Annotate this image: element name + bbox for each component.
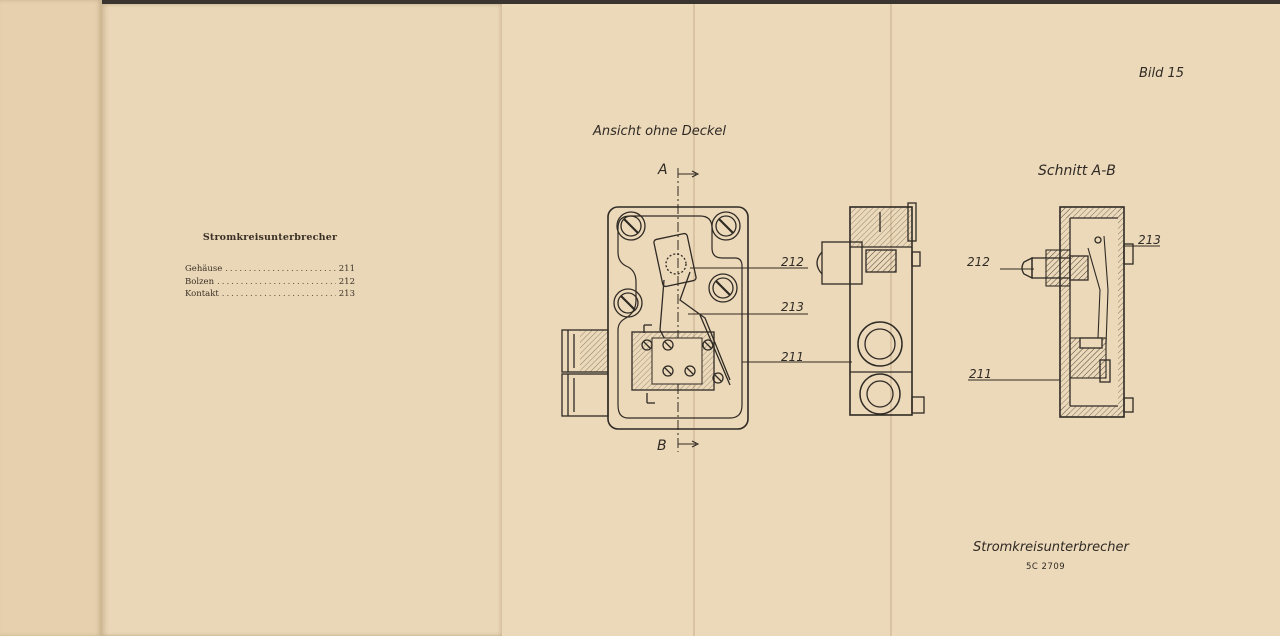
section-view	[968, 206, 1160, 418]
section-label-211: 211	[969, 367, 992, 381]
part-label-211: 211	[781, 350, 804, 364]
page-fold-line	[693, 4, 695, 636]
housing-outline	[607, 206, 749, 430]
legend-page	[102, 4, 502, 636]
legend-row: Kontakt ............................... …	[185, 288, 355, 301]
part-label-212: 212	[781, 255, 804, 269]
housing-cavity	[617, 215, 743, 419]
legend-row: Gehäuse ............................... …	[185, 263, 355, 276]
legend-row: Bolzen ............................... 2…	[185, 276, 355, 289]
drawing-page	[502, 4, 1280, 636]
legend-title: Stromkreisunterbrecher	[202, 232, 338, 243]
part-label-213: 213	[781, 300, 804, 314]
part-name: Gehäuse	[185, 264, 223, 274]
section-caption: Schnitt A-B	[1038, 163, 1116, 179]
section-label-212: 212	[967, 255, 990, 269]
parts-legend: Stromkreisunterbrecher Gehäuse .........…	[185, 232, 355, 301]
front-view	[561, 168, 852, 452]
part-number: 213	[338, 289, 355, 299]
leader-dots: ...............................	[217, 276, 336, 287]
drawing-code: 5C 2709	[1026, 562, 1066, 572]
part-name: Bolzen	[185, 276, 215, 287]
cable-glands	[561, 329, 609, 417]
section-label-213: 213	[1138, 233, 1161, 247]
leader-dots: ...............................	[221, 289, 336, 299]
drawing-title: Stromkreisunterbrecher	[973, 540, 1129, 555]
leader-dots: ...............................	[225, 264, 336, 274]
section-mark-b: B	[657, 438, 667, 454]
section-mark-a: A	[658, 162, 668, 178]
figure-number: Bild 15	[1139, 66, 1185, 81]
part-name: Kontakt	[185, 289, 219, 299]
side-view	[816, 202, 925, 416]
screw-heads	[613, 211, 741, 318]
part-number: 212	[338, 276, 355, 287]
page-fold-line	[890, 4, 892, 636]
left-edge-page	[0, 0, 102, 636]
terminal-block	[631, 324, 724, 404]
part-number: 211	[338, 264, 355, 274]
legend-list: Gehäuse ............................... …	[185, 263, 355, 301]
view-caption: Ansicht ohne Deckel	[593, 124, 726, 139]
